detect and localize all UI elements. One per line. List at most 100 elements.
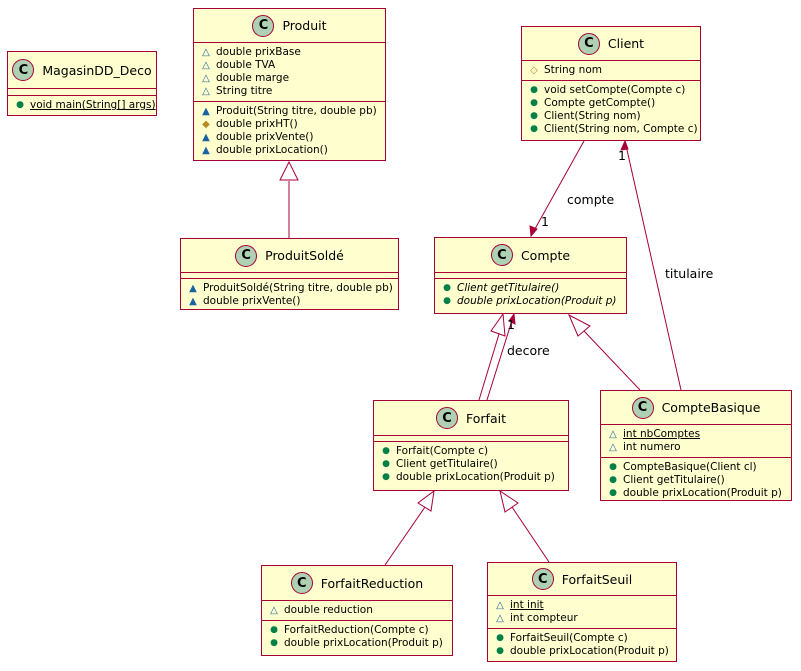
method-row: ●double prixLocation(Produit p) xyxy=(607,487,791,500)
field-row: △double prixBase xyxy=(200,46,385,59)
class-header: C Forfait xyxy=(374,401,568,435)
method-row: ●Client(String nom, Compte c) xyxy=(528,123,700,136)
package-icon: △ xyxy=(609,429,617,440)
compte-role-label: compte xyxy=(567,192,615,207)
methods-section: ▲ProduitSoldé(String titre, double pb) ▲… xyxy=(181,278,398,311)
class-magasindd-deco[interactable]: C MagasinDD_Deco ●void main(String[] arg… xyxy=(7,51,157,116)
method-row: ●Forfait(Compte c) xyxy=(380,445,568,458)
method-row: ●Client getTitulaire() xyxy=(607,474,791,487)
class-c-icon: C xyxy=(235,244,258,267)
class-name: Produit xyxy=(282,18,327,33)
inheritance-forfait-compte xyxy=(478,312,506,401)
public-icon: ● xyxy=(609,475,617,485)
protected-icon: ◆ xyxy=(202,119,210,130)
titulaire-multiplicity: 1 xyxy=(618,148,626,163)
public-icon: ● xyxy=(530,98,538,108)
association-comptebasique-client xyxy=(620,139,682,391)
methods-section: ▲Produit(String titre, double pb) ◆doubl… xyxy=(194,101,385,160)
method-row: ●CompteBasique(Client cl) xyxy=(607,461,791,474)
method-row: ●double prixLocation(Produit p) xyxy=(494,645,676,658)
package-icon: △ xyxy=(202,47,210,58)
fields-section: △int init △int compteur xyxy=(488,595,676,628)
methods-section: ●CompteBasique(Client cl) ●Client getTit… xyxy=(601,457,791,503)
class-comptebasique[interactable]: C CompteBasique △int nbComptes △int nume… xyxy=(600,390,792,501)
class-c-icon: C xyxy=(290,572,313,594)
class-header: C Client xyxy=(522,27,700,60)
class-c-icon: C xyxy=(577,32,600,55)
association-forfait-compte-decore xyxy=(486,312,516,401)
fields-section xyxy=(8,88,156,95)
methods-section: ●ForfaitReduction(Compte c) ●double prix… xyxy=(262,620,452,653)
method-row: ▲ProduitSoldé(String titre, double pb) xyxy=(187,282,398,295)
method-row: ●void setCompte(Compte c) xyxy=(528,84,700,97)
public-icon: ● xyxy=(530,124,538,134)
package-icon: △ xyxy=(496,600,504,611)
class-c-icon: C xyxy=(12,59,35,81)
methods-section: ●void main(String[] args) xyxy=(8,95,156,115)
field-row: △double reduction xyxy=(268,604,452,617)
package-filled-icon: ▲ xyxy=(189,283,197,294)
method-row: ◆double prixHT() xyxy=(200,118,385,131)
class-forfaitreduction[interactable]: C ForfaitReduction △double reduction ●Fo… xyxy=(261,565,453,656)
inheritance-produitsolde-produit xyxy=(279,160,299,238)
class-name: Client xyxy=(607,36,645,51)
protected-icon: ◇ xyxy=(530,65,538,76)
association-client-compte xyxy=(529,140,585,238)
inheritance-forfaitreduction-forfait xyxy=(384,489,435,566)
field-row: △int numero xyxy=(607,441,791,454)
field-row: △double TVA xyxy=(200,59,385,72)
methods-section: ●ForfaitSeuil(Compte c) ●double prixLoca… xyxy=(488,628,676,661)
method-row: ●ForfaitSeuil(Compte c) xyxy=(494,632,676,645)
method-row: ●Client getTitulaire() xyxy=(380,458,568,471)
fields-section xyxy=(435,272,626,278)
class-compte[interactable]: C Compte ●Client getTitulaire() ●double … xyxy=(434,237,627,314)
method-row: ●void main(String[] args) xyxy=(14,99,156,112)
class-forfait[interactable]: C Forfait ●Forfait(Compte c) ●Client get… xyxy=(373,400,569,491)
method-row: ●ForfaitReduction(Compte c) xyxy=(268,624,452,637)
package-icon: △ xyxy=(202,86,210,97)
fields-section: △double prixBase △double TVA △double mar… xyxy=(194,42,385,101)
method-row: ●double prixLocation(Produit p) xyxy=(441,295,626,308)
class-header: C ForfaitReduction xyxy=(262,566,452,600)
class-c-icon: C xyxy=(531,568,554,590)
class-forfaitseuil[interactable]: C ForfaitSeuil △int init △int compteur ●… xyxy=(487,562,677,662)
class-produit[interactable]: C Produit △double prixBase △double TVA △… xyxy=(193,8,386,161)
field-row: ◇String nom xyxy=(528,64,700,77)
decore-role-label: decore xyxy=(507,343,550,358)
method-row: ●Client(String nom) xyxy=(528,110,700,123)
public-icon: ● xyxy=(270,625,278,635)
package-icon: △ xyxy=(270,605,278,616)
inheritance-forfaitseuil-forfait xyxy=(499,489,550,563)
method-row: ●double prixLocation(Produit p) xyxy=(268,637,452,650)
package-filled-icon: ▲ xyxy=(202,106,210,117)
class-c-icon: C xyxy=(490,244,513,266)
class-c-icon: C xyxy=(631,396,654,419)
method-row: ●Client getTitulaire() xyxy=(441,282,626,295)
fields-section: ◇String nom xyxy=(522,60,700,80)
class-produitsolde[interactable]: C ProduitSoldé ▲ProduitSoldé(String titr… xyxy=(180,238,399,310)
public-icon: ● xyxy=(609,462,617,472)
public-icon: ● xyxy=(496,646,504,656)
fields-section: △int nbComptes △int numero xyxy=(601,424,791,457)
method-row: ●double prixLocation(Produit p) xyxy=(380,471,568,484)
methods-section: ●void setCompte(Compte c) ●Compte getCom… xyxy=(522,80,700,139)
class-client[interactable]: C Client ◇String nom ●void setCompte(Com… xyxy=(521,26,701,141)
class-name: ForfaitSeuil xyxy=(561,571,633,587)
class-name: MagasinDD_Deco xyxy=(42,62,152,78)
decore-multiplicity: 1 xyxy=(507,317,515,332)
field-row: △double marge xyxy=(200,72,385,85)
titulaire-role-label: titulaire xyxy=(665,266,714,281)
package-icon: △ xyxy=(609,442,617,453)
field-row: △int init xyxy=(494,599,676,612)
fields-section xyxy=(374,435,568,441)
class-name: ProduitSoldé xyxy=(265,248,344,263)
package-icon: △ xyxy=(496,613,504,624)
class-c-icon: C xyxy=(252,14,275,37)
class-header: C ForfaitSeuil xyxy=(488,563,676,595)
class-header: C MagasinDD_Deco xyxy=(8,52,156,88)
public-icon: ● xyxy=(496,633,504,643)
class-header: C CompteBasique xyxy=(601,391,791,424)
field-row: △int compteur xyxy=(494,612,676,625)
public-icon: ● xyxy=(609,488,617,498)
